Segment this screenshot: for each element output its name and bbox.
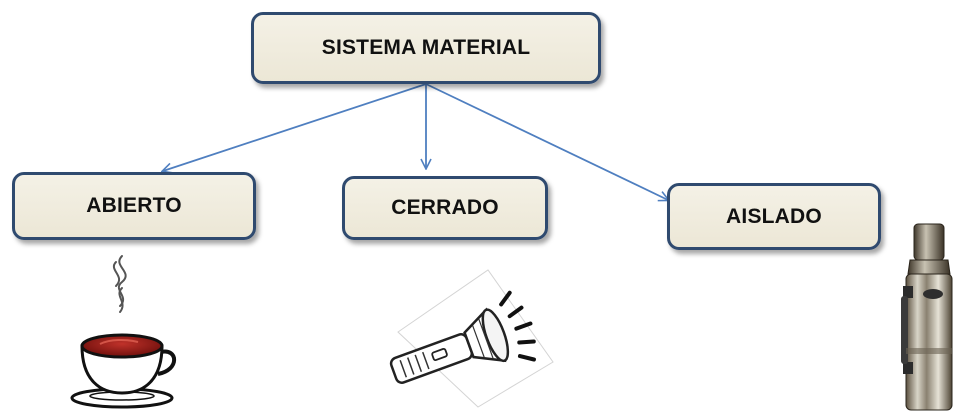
steaming-tea-cup-icon <box>70 255 177 409</box>
root-node: SISTEMA MATERIAL <box>251 12 601 84</box>
arrow-to-abierto <box>163 83 427 171</box>
node-aislado: AISLADO <box>667 183 881 250</box>
node-abierto: ABIERTO <box>12 172 256 240</box>
flashlight-icon <box>389 269 554 408</box>
thermos-flask-icon <box>901 223 953 411</box>
node-cerrado-label: CERRADO <box>391 196 499 219</box>
node-aislado-label: AISLADO <box>726 204 822 228</box>
node-cerrado: CERRADO <box>342 176 548 240</box>
node-abierto-label: ABIERTO <box>86 194 182 217</box>
arrow-to-aislado <box>425 83 668 200</box>
root-node-label: SISTEMA MATERIAL <box>321 36 531 59</box>
